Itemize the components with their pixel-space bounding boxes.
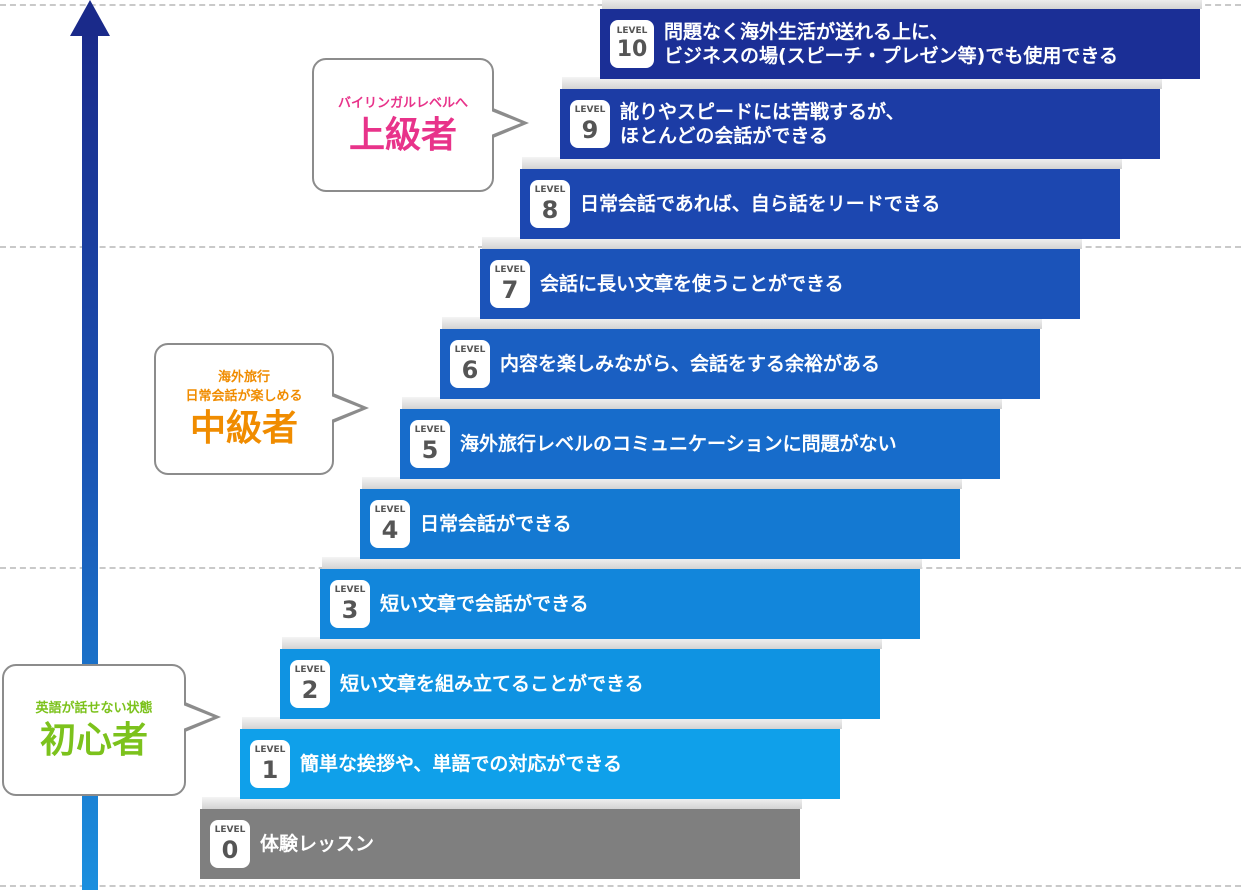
level-badge-number: 8 bbox=[541, 196, 559, 224]
level-badge-number: 5 bbox=[421, 436, 439, 464]
level-step-top-face bbox=[242, 717, 842, 729]
callout-beginner-subtitle: 英語が話せない状態 bbox=[35, 700, 153, 716]
level-step-top-face bbox=[362, 477, 962, 489]
level-description: 体験レッスン bbox=[260, 832, 374, 856]
level-step-top-face bbox=[202, 797, 802, 809]
level-badge-number: 3 bbox=[341, 596, 359, 624]
level-description-line: 会話に長い文章を使うことができる bbox=[540, 273, 844, 295]
callout-intermediate-subtitle-2: 日常会話が楽しめる bbox=[185, 389, 303, 404]
level-step-top-face bbox=[282, 637, 882, 649]
level-badge-label: LEVEL bbox=[454, 345, 486, 355]
level-description: 短い文章で会話ができる bbox=[380, 592, 589, 616]
level-step-top-face bbox=[322, 557, 922, 569]
level-step-top-face bbox=[602, 0, 1202, 9]
level-step-top-face bbox=[562, 77, 1162, 89]
level-description-line: 海外旅行レベルのコミュニケーションに問題がない bbox=[460, 433, 897, 455]
level-description-line: 体験レッスン bbox=[260, 833, 375, 855]
level-badge-number: 9 bbox=[581, 116, 599, 144]
level-badge-label: LEVEL bbox=[616, 26, 648, 36]
level-badge-number: 7 bbox=[501, 276, 519, 304]
callout-advanced-title: 上級者 bbox=[348, 114, 457, 156]
level-description-line: 短い文章を組み立てることができる bbox=[340, 673, 644, 695]
level-description-line: 簡単な挨拶や、単語での対応ができる bbox=[300, 753, 623, 775]
level-badge-number: 0 bbox=[221, 836, 239, 864]
level-step-top-face bbox=[442, 317, 1042, 329]
level-description: 内容を楽しみながら、会話をする余裕がある bbox=[500, 352, 880, 376]
level-badge-label: LEVEL bbox=[534, 185, 566, 195]
level-description-line: 内容を楽しみながら、会話をする余裕がある bbox=[500, 353, 881, 375]
level-badge-number: 4 bbox=[381, 516, 399, 544]
level-description: 簡単な挨拶や、単語での対応ができる bbox=[300, 752, 622, 776]
callout-advanced: バイリンガルレベルへ 上級者 bbox=[312, 58, 529, 192]
level-step-top-face bbox=[402, 397, 1002, 409]
section-divider-bottom bbox=[0, 885, 1241, 887]
level-badge-label: LEVEL bbox=[214, 825, 246, 835]
level-badge-label: LEVEL bbox=[374, 505, 406, 515]
callout-advanced-subtitle: バイリンガルレベルへ bbox=[337, 95, 468, 111]
callout-beginner: 英語が話せない状態 初心者 bbox=[2, 664, 221, 796]
level-step-top-face bbox=[482, 237, 1082, 249]
callout-intermediate-title: 中級者 bbox=[189, 408, 298, 449]
level-description: 訛りやスピードには苦戦するが、ほとんどの会話ができる bbox=[620, 100, 905, 148]
level-badge-label: LEVEL bbox=[574, 105, 606, 115]
level-badge-label: LEVEL bbox=[494, 265, 526, 275]
level-description: 問題なく海外生活が送れる上に、ビジネスの場(スピーチ・プレゼン等)でも使用できる bbox=[664, 20, 1118, 68]
level-badge-number: 6 bbox=[461, 356, 479, 384]
level-badge-label: LEVEL bbox=[254, 745, 286, 755]
callout-intermediate-subtitle-1: 海外旅行 bbox=[217, 370, 270, 385]
level-description-line: 日常会話であれば、自ら話をリードできる bbox=[580, 193, 941, 215]
level-description-line: 日常会話ができる bbox=[420, 513, 572, 535]
level-description: 海外旅行レベルのコミュニケーションに問題がない bbox=[460, 432, 897, 456]
level-description-line: ほとんどの会話ができる bbox=[620, 125, 829, 147]
level-description: 会話に長い文章を使うことができる bbox=[540, 272, 844, 296]
level-badge-number: 1 bbox=[261, 756, 279, 784]
callout-intermediate: 海外旅行 日常会話が楽しめる 中級者 bbox=[154, 343, 369, 475]
level-description: 日常会話であれば、自ら話をリードできる bbox=[580, 192, 940, 216]
level-description-line: 訛りやスピードには苦戦するが、 bbox=[620, 101, 905, 123]
level-badge-label: LEVEL bbox=[294, 665, 326, 675]
level-description-line: 短い文章で会話ができる bbox=[380, 593, 589, 615]
level-badge-number: 10 bbox=[616, 37, 648, 62]
level-description-line: 問題なく海外生活が送れる上に、 bbox=[664, 21, 949, 43]
level-step-top-face bbox=[522, 157, 1122, 169]
arrow-up-icon bbox=[70, 0, 110, 36]
level-badge-number: 2 bbox=[301, 676, 319, 704]
level-description: 日常会話ができる bbox=[420, 512, 572, 536]
level-badge-label: LEVEL bbox=[414, 425, 446, 435]
callout-beginner-title: 初心者 bbox=[39, 719, 148, 761]
level-description-line: ビジネスの場(スピーチ・プレゼン等)でも使用できる bbox=[664, 45, 1118, 67]
level-badge-label: LEVEL bbox=[334, 585, 366, 595]
level-description: 短い文章を組み立てることができる bbox=[340, 672, 644, 696]
